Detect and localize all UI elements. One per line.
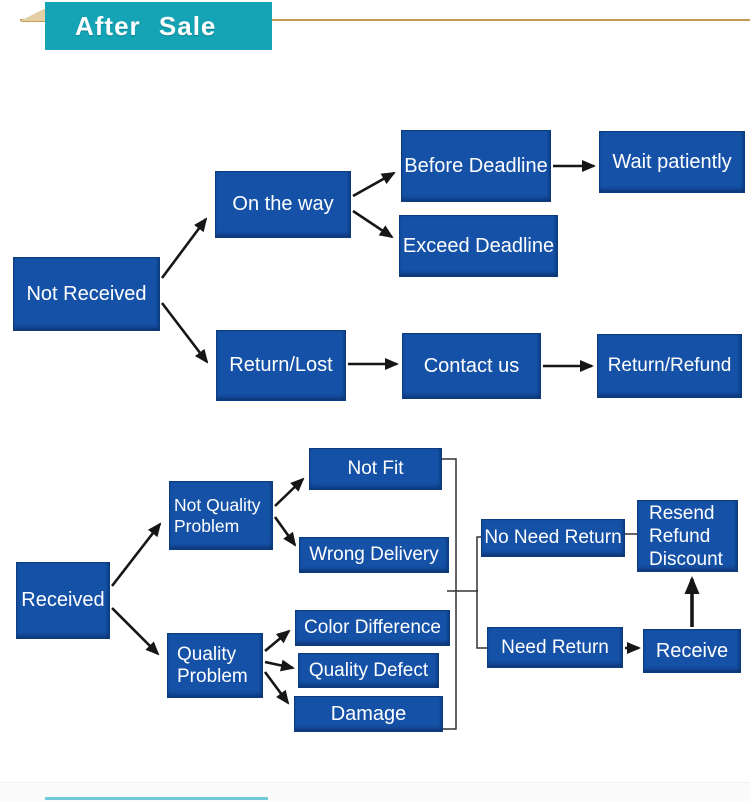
node-return-lost: Return/Lost <box>216 330 346 401</box>
arrow-not-quality-problem-to-wrong-delivery <box>273 516 297 547</box>
node-quality-defect: Quality Defect <box>298 653 439 688</box>
node-need-return: Need Return <box>487 627 623 668</box>
node-wait-patiently: Wait patiently <box>599 131 745 193</box>
section-title-banner: After Sale <box>45 2 272 50</box>
arrow-quality-problem-to-color-difference <box>264 629 291 652</box>
gold-ribbon-line <box>20 19 750 21</box>
node-contact-us: Contact us <box>402 333 541 399</box>
section-title: After Sale <box>75 10 217 41</box>
node-return-refund: Return/Refund <box>597 334 742 398</box>
node-exceed-deadline: Exceed Deadline <box>399 215 558 277</box>
node-no-need-return: No Need Return <box>481 519 625 557</box>
gold-ribbon-arrowhead-icon <box>20 5 52 21</box>
arrow-quality-problem-to-damage <box>263 671 290 705</box>
arrow-on-the-way-to-before-deadline <box>352 171 396 198</box>
arrow-not-received-to-on-the-way <box>160 217 208 279</box>
next-section-banner-edge <box>45 797 268 800</box>
node-quality-problem: Quality Problem <box>167 633 263 698</box>
arrow-quality-problem-to-quality-defect <box>264 659 295 672</box>
node-received: Received <box>16 562 110 639</box>
line-outcomes-collector-bracket <box>442 458 457 730</box>
node-resend-refund-discount: Resend Refund Discount <box>637 500 738 572</box>
arrow-not-received-to-return-lost <box>160 302 209 364</box>
node-on-the-way: On the way <box>215 171 351 238</box>
node-before-deadline: Before Deadline <box>401 130 551 202</box>
footer-band <box>0 782 750 801</box>
node-damage: Damage <box>294 696 443 732</box>
node-not-received: Not Received <box>13 257 160 331</box>
node-color-difference: Color Difference <box>295 610 450 646</box>
arrow-received-to-not-quality-problem <box>110 522 162 587</box>
node-not-fit: Not Fit <box>309 448 442 490</box>
arrow-received-to-quality-problem <box>111 607 160 656</box>
node-not-quality-problem: Not Quality Problem <box>169 481 273 550</box>
node-wrong-delivery: Wrong Delivery <box>299 537 449 573</box>
node-receive: Receive <box>643 629 741 673</box>
arrow-on-the-way-to-exceed-deadline <box>352 209 394 239</box>
arrow-not-quality-problem-to-not-fit <box>274 477 305 507</box>
